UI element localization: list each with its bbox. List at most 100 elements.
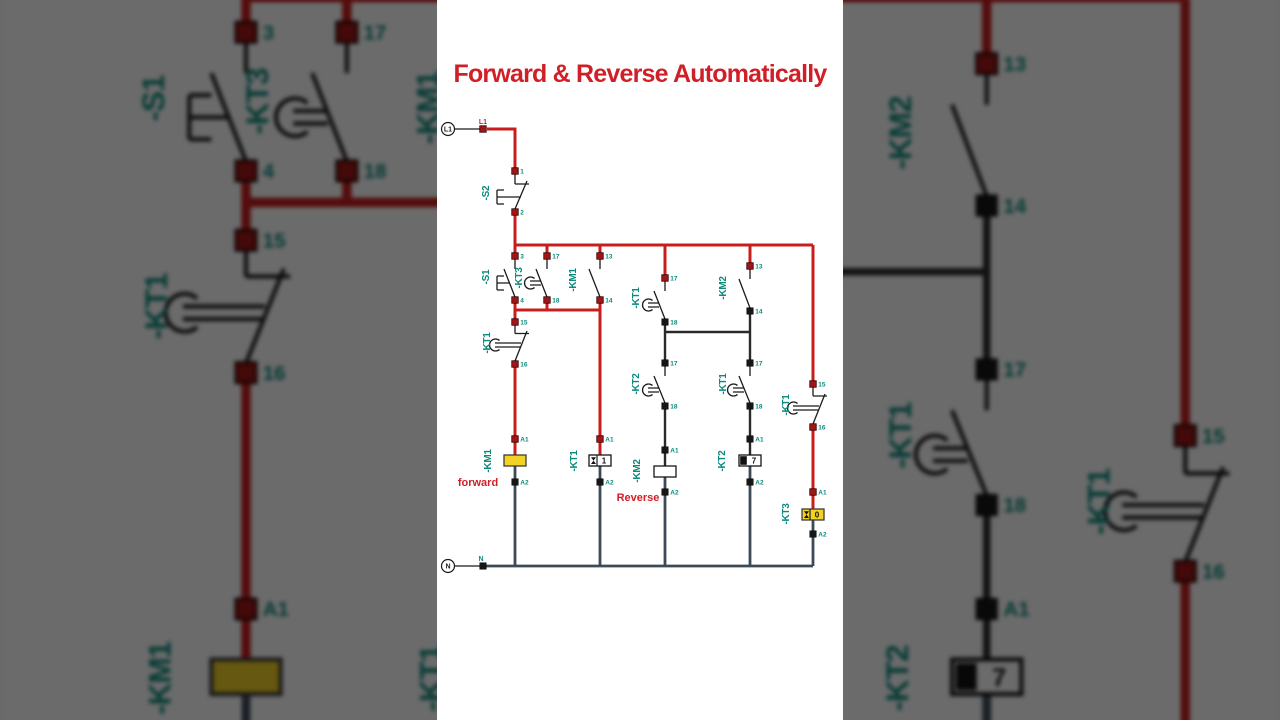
bg-contact-kt1-timed-no-col5: -KT1 <box>882 378 989 497</box>
live-wires <box>487 127 815 509</box>
contact-kt1-timed-no-col4: -KT1 <box>631 281 666 320</box>
svg-text:3: 3 <box>263 21 274 44</box>
bg-kt1-contact-label-col6: -KT1 <box>1081 468 1117 535</box>
contact-km1-no-aux: -KM1 <box>568 259 601 298</box>
svg-text:13: 13 <box>1003 53 1026 76</box>
svg-text:A1: A1 <box>520 436 529 443</box>
circuit-diagram: L1 L1 <box>440 119 827 574</box>
kt3-contact-label: -KT3 <box>514 267 525 289</box>
km2-contact-label: -KM2 <box>718 276 729 300</box>
n-terminal-label: N <box>478 556 483 563</box>
bg-wire-col1 <box>241 0 514 660</box>
svg-text:17: 17 <box>755 360 763 367</box>
kt1-no-contact-symbol <box>641 281 666 320</box>
bg-kt2-timer-value: 7 <box>992 664 1006 692</box>
km2-coil-box <box>653 465 677 478</box>
svg-text:A2: A2 <box>670 489 679 496</box>
contact-kt1-timed-nc-col1: -KT1 <box>482 325 529 362</box>
bg-km2-contact-symbol <box>950 73 989 197</box>
kt3-timer-value: 0 <box>815 511 820 520</box>
kt2-contact-symbol <box>641 366 666 404</box>
forward-annotation: forward <box>458 477 498 489</box>
svg-text:16: 16 <box>818 424 826 431</box>
bg-contact-s1-no-pushbutton: -S1 <box>135 41 249 163</box>
svg-text:18: 18 <box>670 403 678 410</box>
bg-contact-kt3-timed-no: -KT3 <box>239 41 349 163</box>
bg-km1-coil-label: -KM1 <box>141 641 177 715</box>
km1-coil-box <box>503 454 527 467</box>
kt1-contact-label-col1: -KT1 <box>482 332 493 354</box>
svg-text:17: 17 <box>1003 359 1026 382</box>
bg-km1-coil-box <box>209 657 283 697</box>
kt2-timer-value: 7 <box>752 457 757 466</box>
svg-text:18: 18 <box>670 319 678 326</box>
hourglass-icon <box>804 511 809 518</box>
svg-text:15: 15 <box>263 229 286 252</box>
km1-contact-symbol <box>588 259 601 298</box>
contact-kt2-timed-no: -KT2 <box>631 366 666 404</box>
svg-text:17: 17 <box>364 21 387 44</box>
contact-kt1-timed-no-col5: -KT1 <box>718 366 751 404</box>
svg-text:14: 14 <box>605 297 613 304</box>
wire-col4-mid <box>663 322 750 466</box>
kt1-contact-label-col6: -KT1 <box>781 394 792 416</box>
kt2-state-block <box>740 456 747 465</box>
kt1-nc-contact-symbol-col6 <box>786 387 827 425</box>
svg-text:16: 16 <box>263 362 286 385</box>
svg-text:14: 14 <box>755 308 763 315</box>
svg-text:15: 15 <box>520 319 528 326</box>
kt3-coil-label: -KT3 <box>781 503 792 525</box>
l1-circle-label: L1 <box>444 127 452 134</box>
svg-text:18: 18 <box>364 160 387 183</box>
contact-km2-no-aux: -KM2 <box>718 269 751 309</box>
hourglass-icon <box>591 457 596 464</box>
svg-text:18: 18 <box>755 403 763 410</box>
svg-text:18: 18 <box>552 297 560 304</box>
kt2-coil-label: -KT2 <box>717 450 728 472</box>
contact-kt1-timed-nc-col6: -KT1 <box>781 387 827 425</box>
svg-text:3: 3 <box>520 253 524 260</box>
svg-text:A2: A2 <box>605 479 614 486</box>
l1-source-terminal: L1 L1 <box>440 119 487 137</box>
svg-text:A1: A1 <box>263 598 289 621</box>
bg-kt1-contact-label-col1: -KT1 <box>138 273 174 340</box>
diagram-panel: Forward & Reverse Automatically L1 L1 <box>437 0 843 720</box>
svg-text:A1: A1 <box>755 436 764 443</box>
svg-text:A1: A1 <box>605 436 614 443</box>
contact-kt3-timed-no: -KT3 <box>514 259 548 298</box>
svg-text:16: 16 <box>1202 560 1225 583</box>
svg-text:13: 13 <box>755 263 763 270</box>
svg-text:A1: A1 <box>1003 598 1029 621</box>
terminal-squares <box>479 125 817 570</box>
svg-text:18: 18 <box>1003 494 1026 517</box>
kt2-timer-box <box>738 454 762 467</box>
kt1-contact-label-col5: -KT1 <box>718 373 729 395</box>
svg-text:A2: A2 <box>520 479 529 486</box>
svg-text:15: 15 <box>818 381 826 388</box>
svg-text:16: 16 <box>520 361 528 368</box>
km1-contact-label: -KM1 <box>568 268 579 292</box>
kt1-contact-label-col4: -KT1 <box>631 287 642 309</box>
svg-text:17: 17 <box>670 360 678 367</box>
coil-km2-reverse: -KM2 Reverse <box>617 459 677 504</box>
bg-s1-contact-symbol <box>187 41 249 163</box>
kt1-timer-value: 1 <box>602 457 607 466</box>
video-title: Forward & Reverse Automatically <box>453 60 827 88</box>
svg-text:4: 4 <box>263 160 275 183</box>
l1-terminal-label: L1 <box>479 119 487 126</box>
wire-col1 <box>513 245 600 455</box>
contact-s1-no-pushbutton: -S1 <box>481 259 516 298</box>
s1-label: -S1 <box>481 269 492 284</box>
bg-kt2-state-block <box>955 663 977 691</box>
km1-coil-label: -KM1 <box>483 449 494 473</box>
kt1-nc-contact-symbol <box>488 325 529 362</box>
svg-text:A2: A2 <box>755 479 764 486</box>
s2-label: -S2 <box>481 185 492 200</box>
svg-text:14: 14 <box>1003 195 1026 218</box>
wire-l1-to-s2 <box>487 127 517 171</box>
svg-text:1: 1 <box>520 168 524 175</box>
bg-kt3-contact-symbol <box>274 41 349 163</box>
bg-kt3-contact-label: -KT3 <box>239 68 275 135</box>
bg-km2-contact-label: -KM2 <box>882 96 918 170</box>
